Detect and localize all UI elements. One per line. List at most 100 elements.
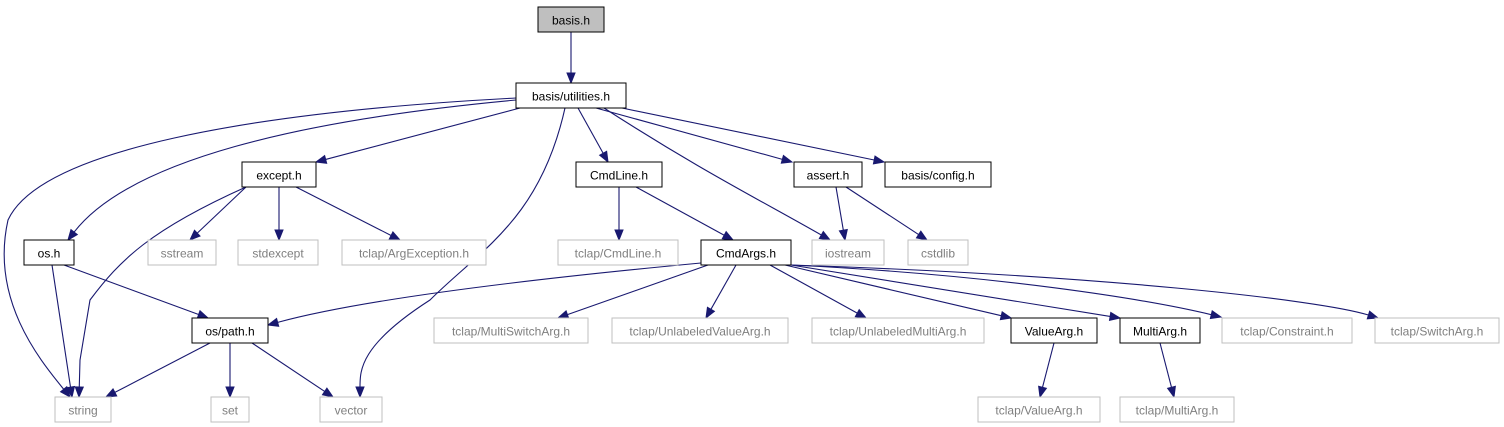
node-unlabeledmulti: tclap/UnlabeledMultiArg.h xyxy=(811,317,985,344)
node-argexception: tclap/ArgException.h xyxy=(341,239,487,266)
edge-line xyxy=(790,264,1212,316)
edge-cmdargs-to-unlabeledvalue xyxy=(705,264,737,320)
arrowhead-icon xyxy=(915,230,929,241)
node-utilities[interactable]: basis/utilities.h xyxy=(515,82,627,109)
arrowhead-icon xyxy=(854,308,868,319)
node-box xyxy=(147,239,217,266)
edge-line xyxy=(196,186,247,234)
edge-utilities-to-except xyxy=(314,107,521,164)
arrowhead-icon xyxy=(838,228,848,242)
arrowhead-icon xyxy=(872,155,886,165)
node-label: set xyxy=(222,404,239,418)
edge-line xyxy=(790,264,1369,316)
node-box xyxy=(1010,317,1098,344)
edge-line xyxy=(63,264,199,316)
node-box xyxy=(191,317,269,344)
edge-except-to-sstream xyxy=(189,186,247,241)
node-except[interactable]: except.h xyxy=(241,161,317,188)
edge-utilities-to-assert xyxy=(595,107,794,164)
node-label: basis/utilities.h xyxy=(532,90,610,104)
node-ospath[interactable]: os/path.h xyxy=(191,317,269,344)
edge-line xyxy=(78,186,247,388)
node-stdexcept: stdexcept xyxy=(237,239,319,266)
edge-utilities-to-cmdline xyxy=(577,107,609,164)
node-box xyxy=(793,161,863,188)
node-box xyxy=(1119,396,1235,423)
node-label: except.h xyxy=(256,169,301,183)
edge-ospath-to-set xyxy=(225,343,235,399)
node-box xyxy=(811,317,985,344)
edge-cmdargs-to-multiarg xyxy=(790,264,1122,322)
node-box xyxy=(1221,317,1353,344)
node-vector: vector xyxy=(319,396,383,423)
edge-cmdargs-to-switcharg xyxy=(790,264,1380,320)
node-box xyxy=(884,161,992,188)
edge-line xyxy=(595,107,783,160)
node-label: basis/config.h xyxy=(901,169,974,183)
node-box xyxy=(241,161,317,188)
arrowhead-icon xyxy=(999,310,1013,321)
arrowhead-icon xyxy=(67,228,79,242)
node-box xyxy=(237,239,319,266)
edge-layer xyxy=(3,32,1380,399)
edge-line xyxy=(567,264,709,316)
node-iostream: iostream xyxy=(811,239,885,266)
node-os[interactable]: os.h xyxy=(23,239,75,266)
edge-line xyxy=(359,107,566,388)
node-label: stdexcept xyxy=(252,247,304,261)
arrowhead-icon xyxy=(65,385,76,399)
edge-assert-to-iostream xyxy=(835,186,848,242)
node-box xyxy=(433,317,589,344)
node-cmdline[interactable]: CmdLine.h xyxy=(575,161,663,188)
arrowhead-icon xyxy=(614,229,624,242)
node-label: tclap/Constraint.h xyxy=(1240,325,1333,339)
node-label: basis.h xyxy=(552,14,590,28)
node-box xyxy=(977,396,1101,423)
edge-line xyxy=(835,186,844,231)
edge-line xyxy=(277,262,702,323)
arrowhead-icon xyxy=(189,229,201,241)
node-cmdargs[interactable]: CmdArgs.h xyxy=(700,239,792,266)
node-label: cstdlib xyxy=(921,247,955,261)
node-label: tclap/SwitchArg.h xyxy=(1391,325,1484,339)
node-label: sstream xyxy=(161,247,204,261)
edge-line xyxy=(635,186,725,236)
arrowhead-icon xyxy=(1038,385,1048,399)
edge-line xyxy=(845,186,919,235)
node-multiarg[interactable]: MultiArg.h xyxy=(1119,317,1201,344)
node-switcharg: tclap/SwitchArg.h xyxy=(1374,317,1500,344)
node-assert[interactable]: assert.h xyxy=(793,161,863,188)
node-label: CmdArgs.h xyxy=(716,247,776,261)
node-string: string xyxy=(54,396,112,423)
arrowhead-icon xyxy=(1108,311,1122,322)
edge-line xyxy=(295,186,392,236)
node-set: set xyxy=(210,396,250,423)
node-label: tclap/CmdLine.h xyxy=(575,247,662,261)
edge-utilities-to-vector xyxy=(355,107,566,399)
node-box xyxy=(54,396,112,423)
node-basis-h[interactable]: basis.h xyxy=(537,6,605,33)
edge-os-to-ospath xyxy=(63,264,210,319)
node-label: tclap/ArgException.h xyxy=(359,247,469,261)
node-unlabeledvalue: tclap/UnlabeledValueArg.h xyxy=(611,317,789,344)
edge-line xyxy=(3,97,517,390)
arrowhead-icon xyxy=(355,386,365,399)
node-tclapcmdline: tclap/CmdLine.h xyxy=(557,239,679,266)
node-label: tclap/ValueArg.h xyxy=(995,404,1082,418)
edge-except-to-argexception xyxy=(295,186,402,241)
node-cstdlib: cstdlib xyxy=(907,239,969,266)
edge-line xyxy=(114,342,211,393)
node-box xyxy=(1374,317,1500,344)
node-label: string xyxy=(68,404,97,418)
edge-cmdargs-to-unlabeledmulti xyxy=(769,264,868,319)
node-box xyxy=(811,239,885,266)
node-label: tclap/UnlabeledMultiArg.h xyxy=(830,325,967,339)
node-valuearg[interactable]: ValueArg.h xyxy=(1010,317,1098,344)
edge-line xyxy=(603,107,822,236)
edge-line xyxy=(1041,342,1055,388)
edge-valuearg-to-tclapvalue xyxy=(1038,342,1055,399)
edge-line xyxy=(784,264,1002,317)
node-config[interactable]: basis/config.h xyxy=(884,161,992,188)
arrowhead-icon xyxy=(388,231,402,241)
